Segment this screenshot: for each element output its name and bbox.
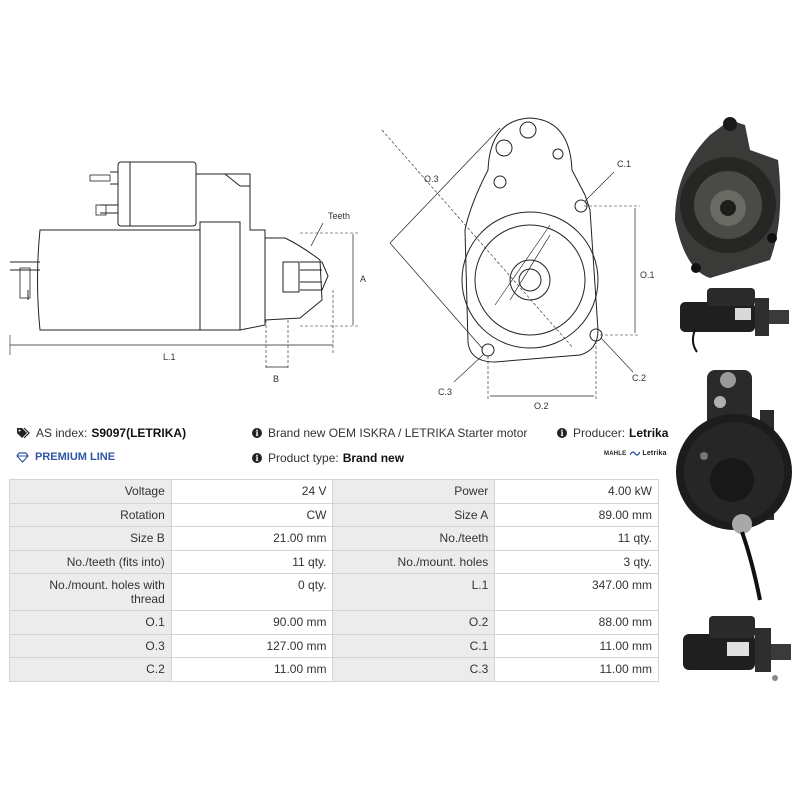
spec-value: 11.00 mm bbox=[494, 657, 659, 682]
front-view-drawing: O.3 C.1 O.1 C.2 C.3 O.2 bbox=[370, 110, 670, 420]
spec-value: 11 qty. bbox=[170, 549, 334, 574]
table-row: No./teeth (fits into)11 qty.No./mount. h… bbox=[9, 549, 659, 574]
spec-key: Power bbox=[332, 479, 496, 504]
spec-value: 11.00 mm bbox=[494, 633, 659, 658]
spec-value: 11.00 mm bbox=[170, 657, 334, 682]
spec-value: CW bbox=[170, 502, 334, 527]
spec-key: Voltage bbox=[9, 479, 172, 504]
product-type-value: Brand new bbox=[342, 451, 405, 465]
spec-key: O.1 bbox=[9, 610, 172, 635]
letrika-logo: Letrika bbox=[630, 450, 667, 457]
diamond-icon bbox=[16, 451, 29, 463]
spec-value: 0 qty. bbox=[170, 573, 334, 611]
solenoid-outline bbox=[117, 161, 197, 227]
spec-key: No./mount. holes bbox=[332, 549, 496, 574]
premium-line-row: PREMIUM LINE bbox=[16, 451, 115, 463]
letrika-logo-text: Letrika bbox=[642, 450, 667, 457]
c1-label: C.1 bbox=[617, 159, 631, 169]
spec-key: Rotation bbox=[9, 502, 172, 527]
spec-value: 11 qty. bbox=[494, 526, 659, 551]
producer-value: Letrika bbox=[629, 426, 669, 440]
product-type-label: Product type: bbox=[268, 451, 339, 465]
flange-outline bbox=[464, 117, 599, 363]
spec-value: 127.00 mm bbox=[170, 633, 334, 658]
spec-value: 347.00 mm bbox=[494, 573, 659, 611]
producer-label: Producer: bbox=[573, 426, 626, 440]
o1-label: O.1 bbox=[640, 270, 655, 280]
spec-key: C.1 bbox=[332, 633, 496, 658]
producer-row: i Producer: Letrika bbox=[557, 426, 668, 440]
spec-value: 90.00 mm bbox=[170, 610, 334, 635]
product-photo-side bbox=[675, 280, 800, 355]
spec-value: 24 V bbox=[170, 479, 334, 504]
spec-key: C.3 bbox=[332, 657, 496, 682]
spec-key: Size A bbox=[332, 502, 496, 527]
product-photo-iso bbox=[675, 610, 800, 690]
brand-logos: MAHLE Letrika bbox=[604, 450, 667, 457]
dimension-l1-label: L.1 bbox=[163, 352, 176, 362]
tags-icon bbox=[16, 427, 30, 439]
spec-key: C.2 bbox=[9, 657, 172, 682]
premium-line-label: PREMIUM LINE bbox=[35, 451, 116, 463]
spec-key: O.3 bbox=[9, 633, 172, 658]
spec-value: 21.00 mm bbox=[170, 526, 334, 551]
spec-key: No./teeth bbox=[332, 526, 496, 551]
mahle-logo: MAHLE bbox=[604, 450, 627, 457]
description-text: Brand new OEM ISKRA / LETRIKA Starter mo… bbox=[268, 426, 528, 440]
o3-label: O.3 bbox=[424, 174, 439, 184]
spec-key: Size B bbox=[9, 526, 172, 551]
info-circle-icon: i bbox=[557, 428, 567, 438]
product-type-row: i Product type: Brand new bbox=[252, 451, 404, 465]
spec-key: No./mount. holes with thread bbox=[9, 573, 172, 611]
as-index-value: S9097(LETRIKA) bbox=[91, 426, 187, 440]
teeth-label: Teeth bbox=[328, 211, 350, 221]
motor-body-outline bbox=[37, 221, 241, 331]
spec-key: No./teeth (fits into) bbox=[9, 549, 172, 574]
spec-value: 89.00 mm bbox=[494, 502, 659, 527]
product-photo-front bbox=[670, 110, 796, 285]
spec-key: L.1 bbox=[332, 573, 496, 611]
c3-label: C.3 bbox=[438, 387, 452, 397]
spec-value: 4.00 kW bbox=[494, 479, 659, 504]
info-circle-icon: i bbox=[252, 428, 262, 438]
side-view-drawing: Teeth A B L.1 bbox=[0, 150, 370, 390]
dimension-a-label: A bbox=[360, 274, 366, 284]
spec-key: O.2 bbox=[332, 610, 496, 635]
as-index-label: AS index: bbox=[36, 426, 88, 440]
dimension-b-label: B bbox=[273, 374, 279, 384]
spec-value: 3 qty. bbox=[494, 549, 659, 574]
info-circle-icon: i bbox=[252, 453, 262, 463]
c2-label: C.2 bbox=[632, 373, 646, 383]
spec-value: 88.00 mm bbox=[494, 610, 659, 635]
letrika-wave-icon bbox=[630, 451, 641, 456]
as-index-row: AS index: S9097(LETRIKA) bbox=[16, 426, 186, 440]
o2-label: O.2 bbox=[534, 401, 549, 411]
description-row: i Brand new OEM ISKRA / LETRIKA Starter … bbox=[252, 426, 527, 440]
product-photo-rear bbox=[672, 360, 800, 610]
